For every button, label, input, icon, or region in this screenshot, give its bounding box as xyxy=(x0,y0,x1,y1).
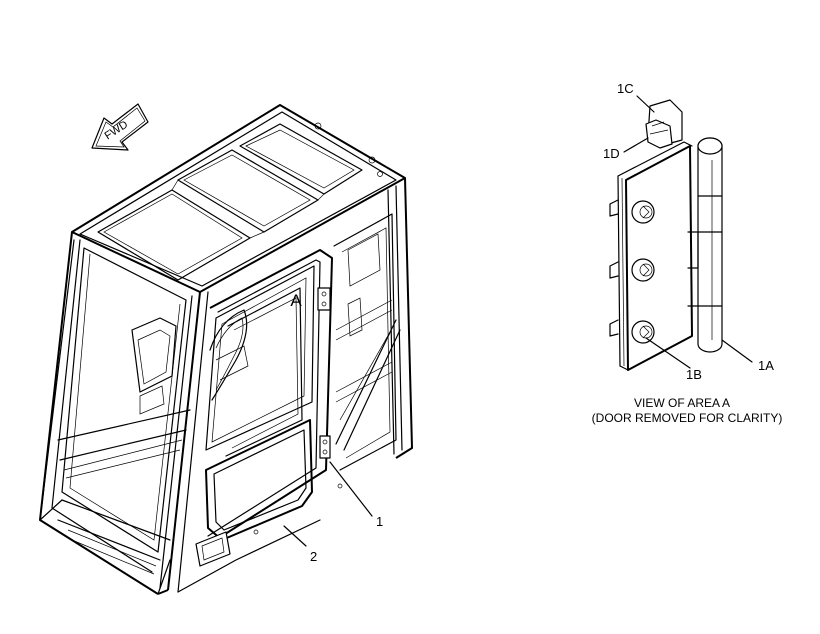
leader-line-item-1d xyxy=(623,137,649,153)
leader-line-item-1a xyxy=(721,339,753,363)
callout-item-1b: 1B xyxy=(686,367,702,382)
operator-cab-drawing xyxy=(39,104,413,595)
callout-item-1d: 1D xyxy=(603,146,620,161)
detail-caption-note: (DOOR REMOVED FOR CLARITY) xyxy=(592,411,783,425)
callout-item-2: 2 xyxy=(310,549,317,564)
callout-item-1a: 1A xyxy=(758,358,774,373)
leader-line-item-2 xyxy=(283,525,307,547)
callout-item-1: 1 xyxy=(376,514,383,529)
bolt-icon xyxy=(631,200,655,224)
fwd-arrow-icon: FWD xyxy=(91,103,149,151)
leader-line-item-1b xyxy=(645,337,691,369)
bolt-icon xyxy=(631,258,655,282)
bolt-icon xyxy=(631,320,655,344)
detail-caption-title: VIEW OF AREA A xyxy=(634,396,730,410)
leader-line-item-1 xyxy=(329,461,373,517)
leader-line-item-1c xyxy=(636,95,655,113)
callout-item-1c: 1C xyxy=(617,81,634,96)
area-a-marker: A xyxy=(290,291,302,310)
hinge-detail-drawing xyxy=(609,99,723,371)
